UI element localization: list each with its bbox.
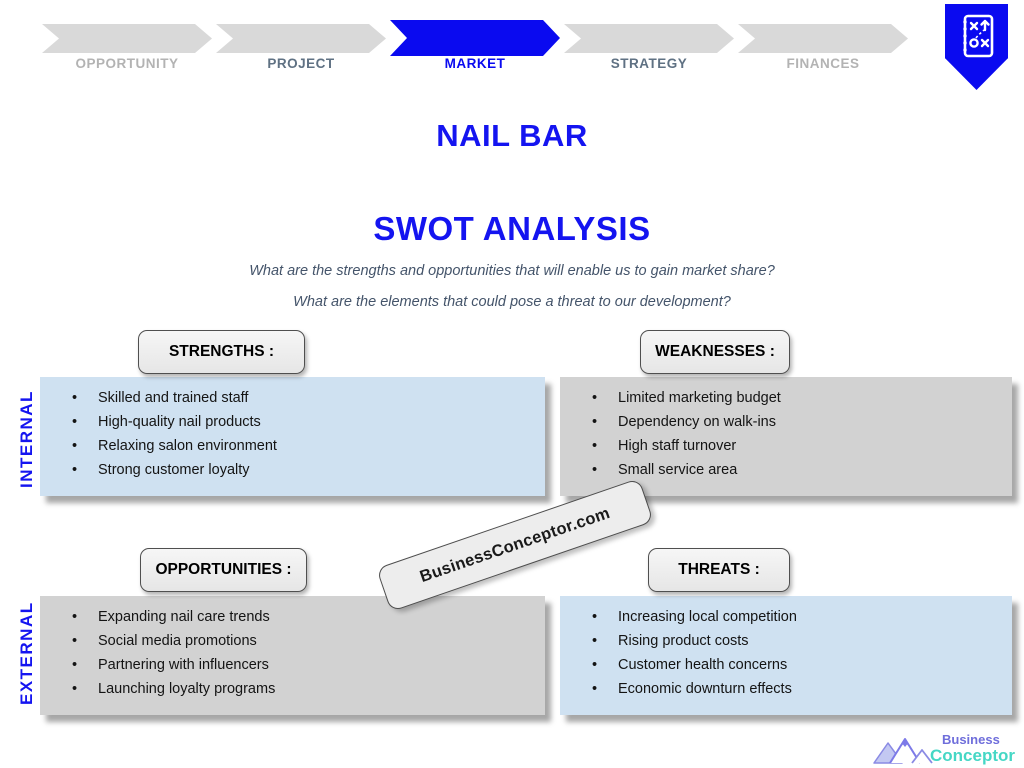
logo-word-conceptor: Conceptor xyxy=(930,746,1015,765)
threats-list: Increasing local competitionRising produ… xyxy=(592,609,1012,698)
watermark-badge: BusinessConceptor.com xyxy=(376,477,654,613)
bullet-item: Social media promotions xyxy=(72,633,545,650)
brand-logo: Business Conceptor xyxy=(872,733,1015,767)
weaknesses-header: WEAKNESSES : xyxy=(640,330,790,374)
nav-label-project[interactable]: PROJECT xyxy=(267,56,335,71)
nav-label-market[interactable]: MARKET xyxy=(444,56,506,71)
bullet-item: Expanding nail care trends xyxy=(72,609,545,626)
bullet-item: Limited marketing budget xyxy=(592,390,1012,407)
bullet-item: Relaxing salon environment xyxy=(72,438,545,455)
strengths-panel: Skilled and trained staffHigh-quality na… xyxy=(40,377,545,496)
logo-word-business: Business xyxy=(942,732,1000,747)
opportunities-panel: Expanding nail care trendsSocial media p… xyxy=(40,596,545,715)
corner-ribbon-badge xyxy=(945,4,1008,90)
strengths-header: STRENGTHS : xyxy=(138,330,305,374)
bullet-item: Rising product costs xyxy=(592,633,1012,650)
nav-arrow-strategy[interactable] xyxy=(564,24,734,53)
page-subtitle: SWOT ANALYSIS xyxy=(373,210,651,247)
bullet-item: High staff turnover xyxy=(592,438,1012,455)
bullet-item: Increasing local competition xyxy=(592,609,1012,626)
playbook-strategy-icon xyxy=(963,14,994,58)
intro-question-1: What are the strengths and opportunities… xyxy=(249,263,775,279)
threats-panel: Increasing local competitionRising produ… xyxy=(560,596,1012,715)
opportunities-header: OPPORTUNITIES : xyxy=(140,548,307,592)
nav-arrow-opportunity[interactable] xyxy=(42,24,212,53)
nav-arrow-finances[interactable] xyxy=(738,24,908,53)
threats-header: THREATS : xyxy=(648,548,790,592)
nav-arrow-market[interactable] xyxy=(390,20,560,56)
weaknesses-list: Limited marketing budgetDependency on wa… xyxy=(592,390,1012,479)
bullet-item: Customer health concerns xyxy=(592,657,1012,674)
nav-label-finances[interactable]: FINANCES xyxy=(786,56,860,71)
bullet-item: Partnering with influencers xyxy=(72,657,545,674)
bullet-item: Strong customer loyalty xyxy=(72,462,545,479)
weaknesses-panel: Limited marketing budgetDependency on wa… xyxy=(560,377,1012,496)
strengths-list: Skilled and trained staffHigh-quality na… xyxy=(72,390,545,479)
bullet-item: Dependency on walk-ins xyxy=(592,414,1012,431)
nav-label-opportunity[interactable]: OPPORTUNITY xyxy=(75,56,179,71)
bullet-item: Economic downturn effects xyxy=(592,681,1012,698)
intro-question-2: What are the elements that could pose a … xyxy=(293,294,731,310)
nav-arrow-project[interactable] xyxy=(216,24,386,53)
bullet-item: Small service area xyxy=(592,462,1012,479)
brand-logo-text: Business Conceptor xyxy=(930,733,1015,764)
bullet-item: High-quality nail products xyxy=(72,414,545,431)
bullet-item: Launching loyalty programs xyxy=(72,681,545,698)
page-title: NAIL BAR xyxy=(436,118,588,153)
opportunities-list: Expanding nail care trendsSocial media p… xyxy=(72,609,545,698)
bullet-item: Skilled and trained staff xyxy=(72,390,545,407)
nav-label-strategy[interactable]: STRATEGY xyxy=(610,56,688,71)
mountains-icon xyxy=(873,738,933,764)
